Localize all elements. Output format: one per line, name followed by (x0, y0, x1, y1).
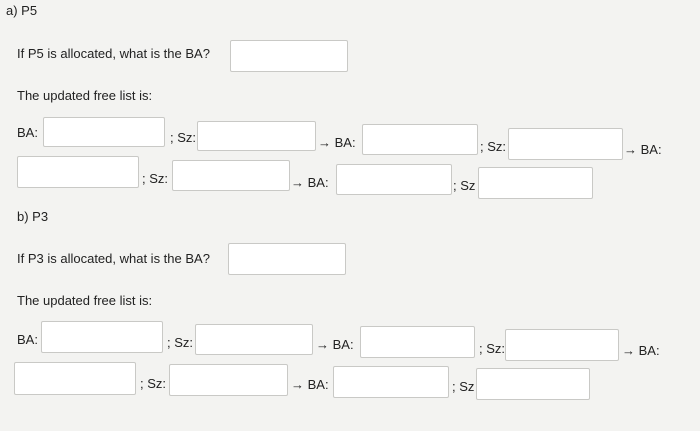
part-b-row1-sz2-label: ; Sz: (479, 341, 506, 356)
part-a-row2-sz2-field[interactable] (478, 167, 593, 199)
part-a-row1-arrow-ba-label: → BA: (318, 135, 356, 150)
part-a-question: If P5 is allocated, what is the BA? (17, 46, 210, 61)
part-b-row2-ba-field[interactable] (14, 362, 136, 395)
part-a-row2-ba-field[interactable] (17, 156, 139, 188)
part-b-free-list-label: The updated free list is: (17, 293, 153, 308)
part-b-row1-sz-label: ; Sz: (167, 335, 194, 350)
part-a-row2-sz-label: ; Sz: (142, 171, 169, 186)
part-a-row1-ba2-field[interactable] (362, 124, 478, 155)
part-a-row2-sz-field[interactable] (172, 160, 290, 191)
part-a-row1-ba-label: BA: (17, 125, 38, 140)
part-b-row1-sz-field[interactable] (195, 324, 313, 355)
part-a-row1-ba-field[interactable] (43, 117, 165, 147)
part-a-row2-ba2-field[interactable] (336, 164, 452, 195)
part-a-free-list-label: The updated free list is: (17, 88, 153, 103)
part-b-row1-sz2-field[interactable] (505, 329, 619, 361)
part-a-row1-sz2-label: ; Sz: (480, 139, 507, 154)
part-a-heading: a) P5 (6, 3, 38, 18)
part-a-row1-sz2-field[interactable] (508, 128, 623, 160)
part-b-row2-sz-field[interactable] (169, 364, 288, 396)
part-b-row1-ba-field[interactable] (41, 321, 163, 353)
part-a-row2-sz2-label: ; Sz (453, 178, 476, 193)
part-b-row2-ba2-field[interactable] (333, 366, 449, 398)
part-b-ba-answer-field[interactable] (228, 243, 346, 275)
part-b-question: If P3 is allocated, what is the BA? (17, 251, 210, 266)
part-a-ba-answer-field[interactable] (230, 40, 348, 72)
part-b-row1-arrow-ba2-label: → BA: (622, 343, 660, 358)
part-b-row2-sz2-field[interactable] (476, 368, 590, 400)
part-b-row1-arrow-ba-label: → BA: (316, 337, 354, 352)
part-b-row2-sz2-label: ; Sz (452, 379, 475, 394)
part-b-row2-sz-label: ; Sz: (140, 376, 167, 391)
part-a-row1-sz-field[interactable] (197, 121, 316, 151)
part-a-row1-arrow-ba2-label: → BA: (624, 142, 662, 157)
part-b-row2-arrow-ba-label: → BA: (291, 377, 329, 392)
part-b-row1-ba-label: BA: (17, 332, 38, 347)
part-b-heading: b) P3 (17, 209, 49, 224)
part-a-row2-arrow-ba-label: → BA: (291, 175, 329, 190)
part-a-row1-sz-label: ; Sz: (170, 130, 197, 145)
part-b-row1-ba2-field[interactable] (360, 326, 475, 358)
